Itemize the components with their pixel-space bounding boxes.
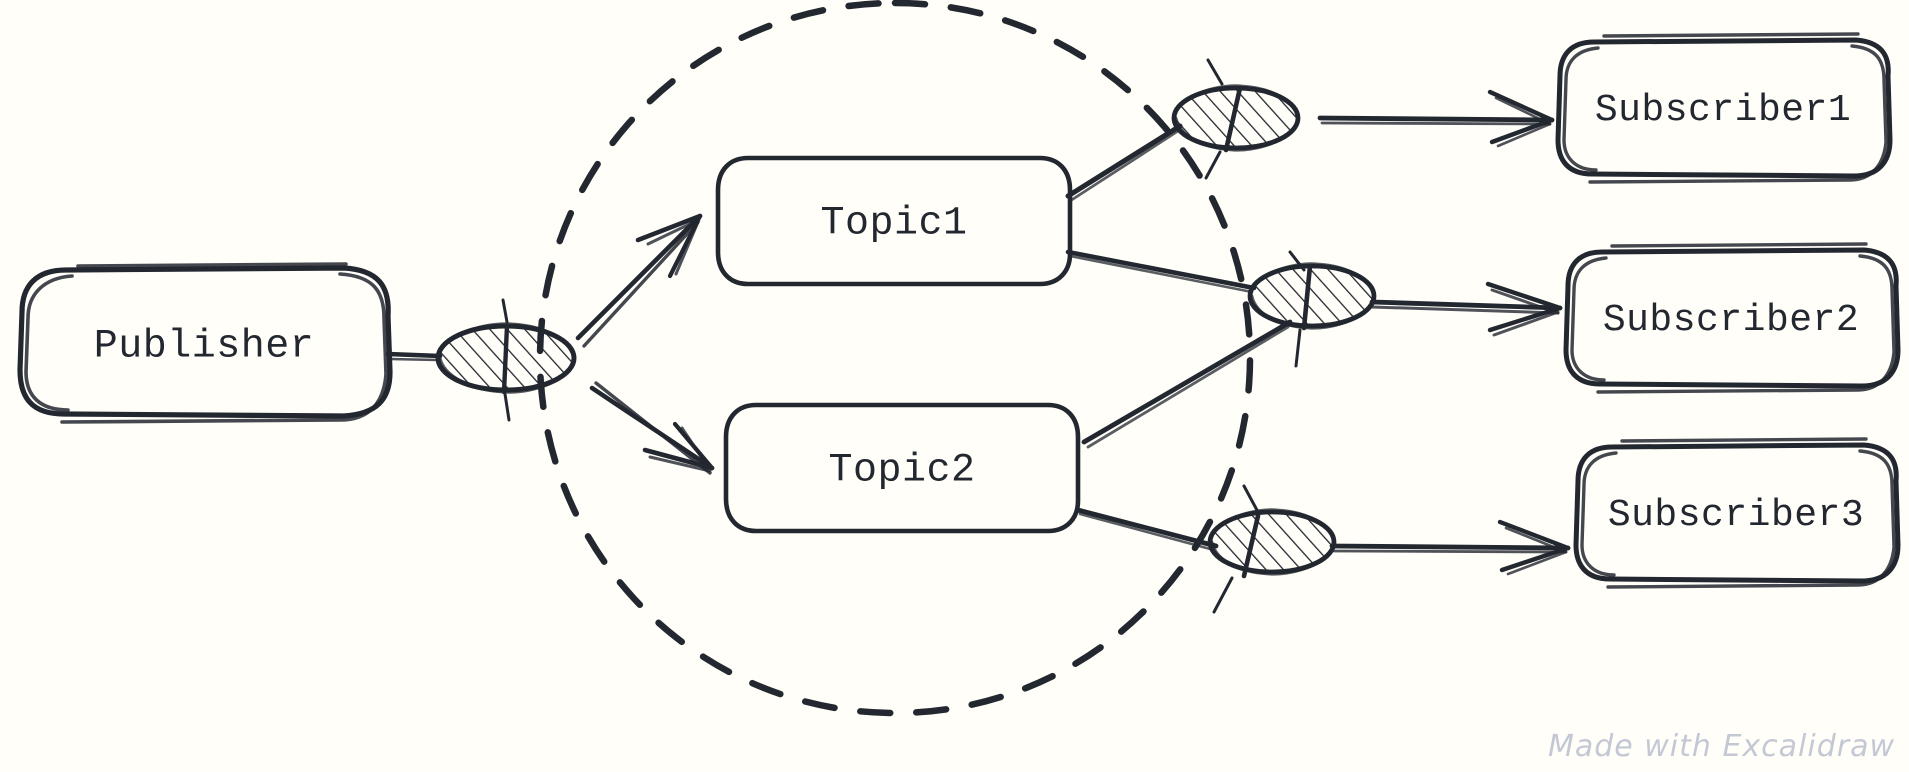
subscriber1-label: Subscriber1	[1595, 89, 1851, 132]
topic2-node[interactable]: Topic2	[723, 402, 1081, 534]
topic1-label: Topic1	[820, 202, 967, 247]
publisher-connector-ellipse[interactable]	[435, 298, 577, 422]
subscriber1-connector-ellipse[interactable]	[1171, 58, 1301, 180]
broker-boundary-circle	[536, 0, 1254, 717]
publisher-node[interactable]: Publisher	[17, 262, 393, 424]
subscriber3-connector-ellipse[interactable]	[1207, 484, 1337, 614]
topic1-node[interactable]: Topic1	[715, 155, 1073, 287]
edge-sub1-connector-to-subscriber1	[1317, 89, 1555, 148]
subscriber2-connector-ellipse[interactable]	[1247, 250, 1377, 368]
excalidraw-watermark: Made with Excalidraw	[1547, 729, 1895, 764]
edge-topic2-to-sub3-connector	[1075, 507, 1219, 552]
edge-sub2-connector-to-subscriber2	[1369, 281, 1563, 337]
subscriber3-label: Subscriber3	[1608, 494, 1864, 537]
edge-topic2-to-sub2-connector	[1081, 319, 1293, 449]
edge-connector-to-topic1	[575, 213, 703, 348]
subscriber1-node[interactable]: Subscriber1	[1555, 32, 1893, 184]
edge-sub3-connector-to-subscriber3	[1329, 519, 1571, 576]
edge-topic1-to-sub1-connector	[1065, 123, 1183, 203]
topic2-label: Topic2	[828, 449, 975, 494]
edge-publisher-to-connector	[385, 351, 443, 362]
subscriber2-label: Subscriber2	[1603, 299, 1859, 342]
subscriber2-node[interactable]: Subscriber2	[1563, 242, 1901, 394]
edge-connector-to-topic2	[589, 381, 715, 475]
edge-topic1-to-sub2-connector	[1065, 249, 1257, 294]
publisher-label: Publisher	[94, 325, 315, 370]
subscriber3-node[interactable]: Subscriber3	[1573, 437, 1901, 589]
